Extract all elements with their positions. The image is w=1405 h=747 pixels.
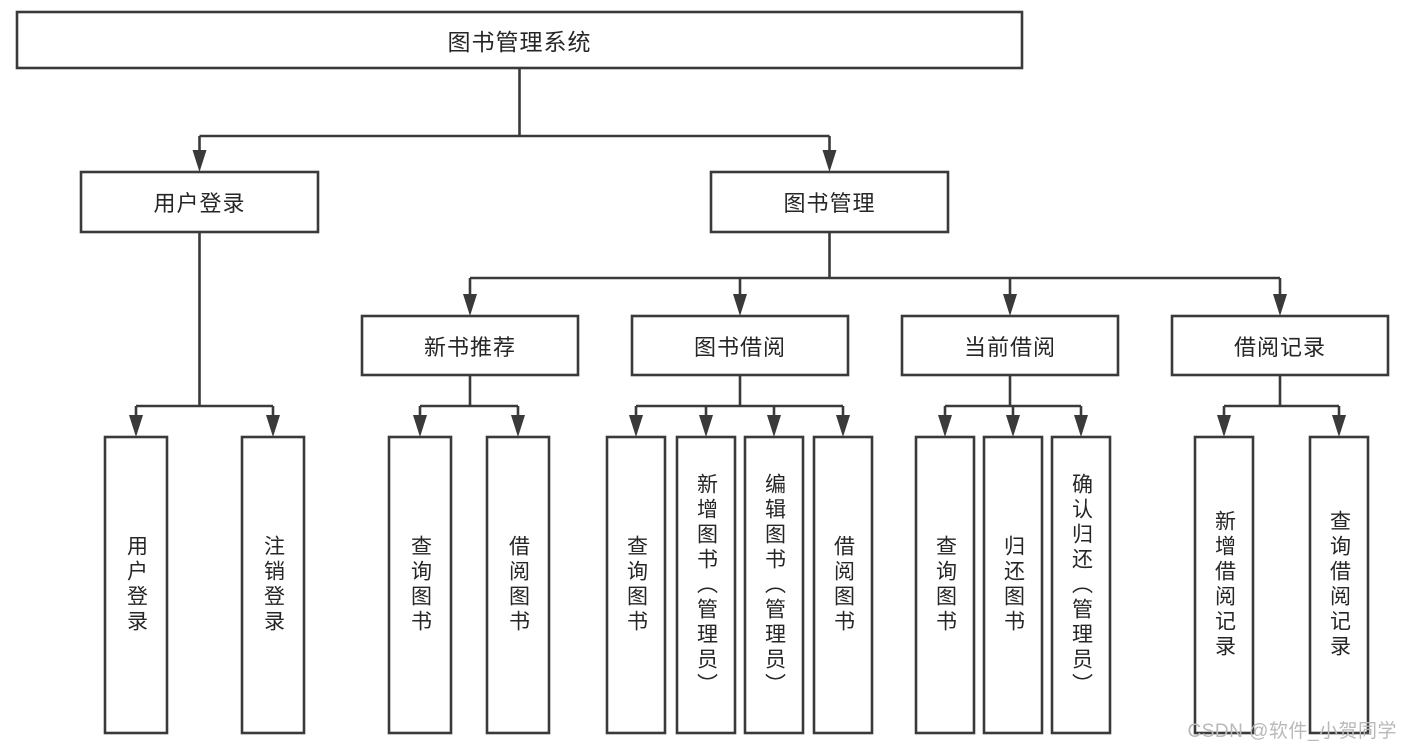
connector-edges (129, 68, 1346, 437)
node-box-borrow-record[interactable] (1170, 314, 1390, 377)
arrow-head-icon-leaf-user-login (129, 415, 143, 437)
arrow-head-icon-leaf-borrow-book (836, 415, 850, 437)
node-box-leaf-borrow-book[interactable] (812, 435, 874, 735)
arrow-head-icon-leaf-confirm-return-admin (1074, 415, 1088, 437)
arrow-head-icon-leaf-user-logout (266, 415, 280, 437)
node-box-leaf-user-logout[interactable] (240, 435, 306, 735)
node-box-leaf-user-login[interactable] (103, 435, 169, 735)
node-box-leaf-query-borrow-record[interactable] (1308, 435, 1370, 735)
node-box-new-book-recommend[interactable] (360, 314, 580, 377)
node-box-leaf-add-book-admin[interactable] (675, 435, 737, 735)
arrow-head-icon-book-manage (822, 150, 837, 172)
node-box-leaf-query-book-rec[interactable] (387, 435, 453, 735)
watermark-text: CSDN @软件_小贺同学 (1187, 721, 1397, 742)
arrow-head-icon-leaf-return-book (1006, 415, 1020, 437)
arrow-head-icon-leaf-query-book-current (938, 415, 952, 437)
arrow-head-icon-leaf-add-borrow-record (1217, 415, 1231, 437)
node-box-leaf-return-book[interactable] (982, 435, 1044, 735)
node-box-book-borrow[interactable] (630, 314, 850, 377)
arrow-head-icon-leaf-query-book-borrow (629, 415, 643, 437)
node-box-leaf-edit-book-admin[interactable] (743, 435, 805, 735)
arrow-head-icon-borrow-record (1273, 294, 1287, 316)
arrow-head-icon-current-borrow (1003, 294, 1017, 316)
node-box-leaf-borrow-book-rec[interactable] (485, 435, 551, 735)
arrow-head-icon-book-borrow (733, 294, 747, 316)
node-box-leaf-add-borrow-record[interactable] (1193, 435, 1255, 735)
node-boxes (15, 10, 1390, 735)
node-box-book-manage[interactable] (709, 170, 950, 234)
arrow-head-icon-leaf-query-borrow-record (1332, 415, 1346, 437)
arrow-head-icon-new-book-recommend (463, 294, 477, 316)
node-box-leaf-query-book-borrow[interactable] (605, 435, 667, 735)
node-box-user-login[interactable] (79, 170, 320, 234)
node-box-leaf-confirm-return-admin[interactable] (1050, 435, 1112, 735)
node-box-root[interactable] (15, 10, 1024, 70)
arrow-head-icon-user-login (192, 150, 207, 172)
arrow-head-icon-leaf-edit-book-admin (767, 415, 781, 437)
arrow-head-icon-leaf-borrow-book-rec (511, 415, 525, 437)
node-box-current-borrow[interactable] (900, 314, 1120, 377)
arrow-head-icon-leaf-query-book-rec (413, 415, 427, 437)
arrow-head-icon-leaf-add-book-admin (699, 415, 713, 437)
node-box-leaf-query-book-current[interactable] (914, 435, 976, 735)
